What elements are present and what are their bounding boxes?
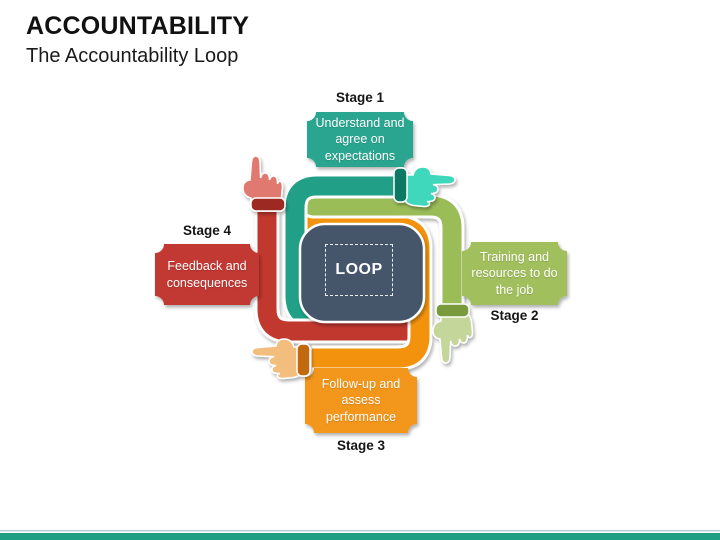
teal-pipe [285,176,399,272]
loop-label: LOOP [335,261,383,278]
footer-divider-line [0,530,720,532]
stage1-plaque [307,112,413,167]
stage4-plaque [155,244,259,305]
slide-subtitle: The Accountability Loop [26,45,239,67]
stage2-text: Training and resources to do the job [471,249,558,297]
stage1-label: Stage 1 [335,89,385,105]
hand-pointing-left-icon [251,338,304,380]
center-loop-box [298,222,426,324]
stage4-text: Feedback and consequences [166,259,248,290]
stage1-text: Understand and agree on expectations [315,115,405,163]
pointing-hands [242,155,474,380]
stage3-plaque [305,368,417,433]
green-cuff [435,303,470,318]
stage3-label: Stage 3 [336,437,386,453]
red-pipe [257,212,412,341]
green-pipe [303,196,462,320]
stage4-label: Stage 4 [182,222,232,238]
teal-cuff [393,167,408,203]
slide-title: ACCOUNTABILITY [26,12,250,40]
footer-bar [0,533,720,540]
stage3-text: Follow-up and assess performance [321,376,401,424]
red-cuff [250,197,286,212]
stage-plaques [155,112,567,433]
orange-cuff [296,343,311,377]
stage2-plaque [462,242,567,305]
loop-dashed-box: LOOP [325,244,393,296]
stage2-label: Stage 2 [490,307,539,323]
